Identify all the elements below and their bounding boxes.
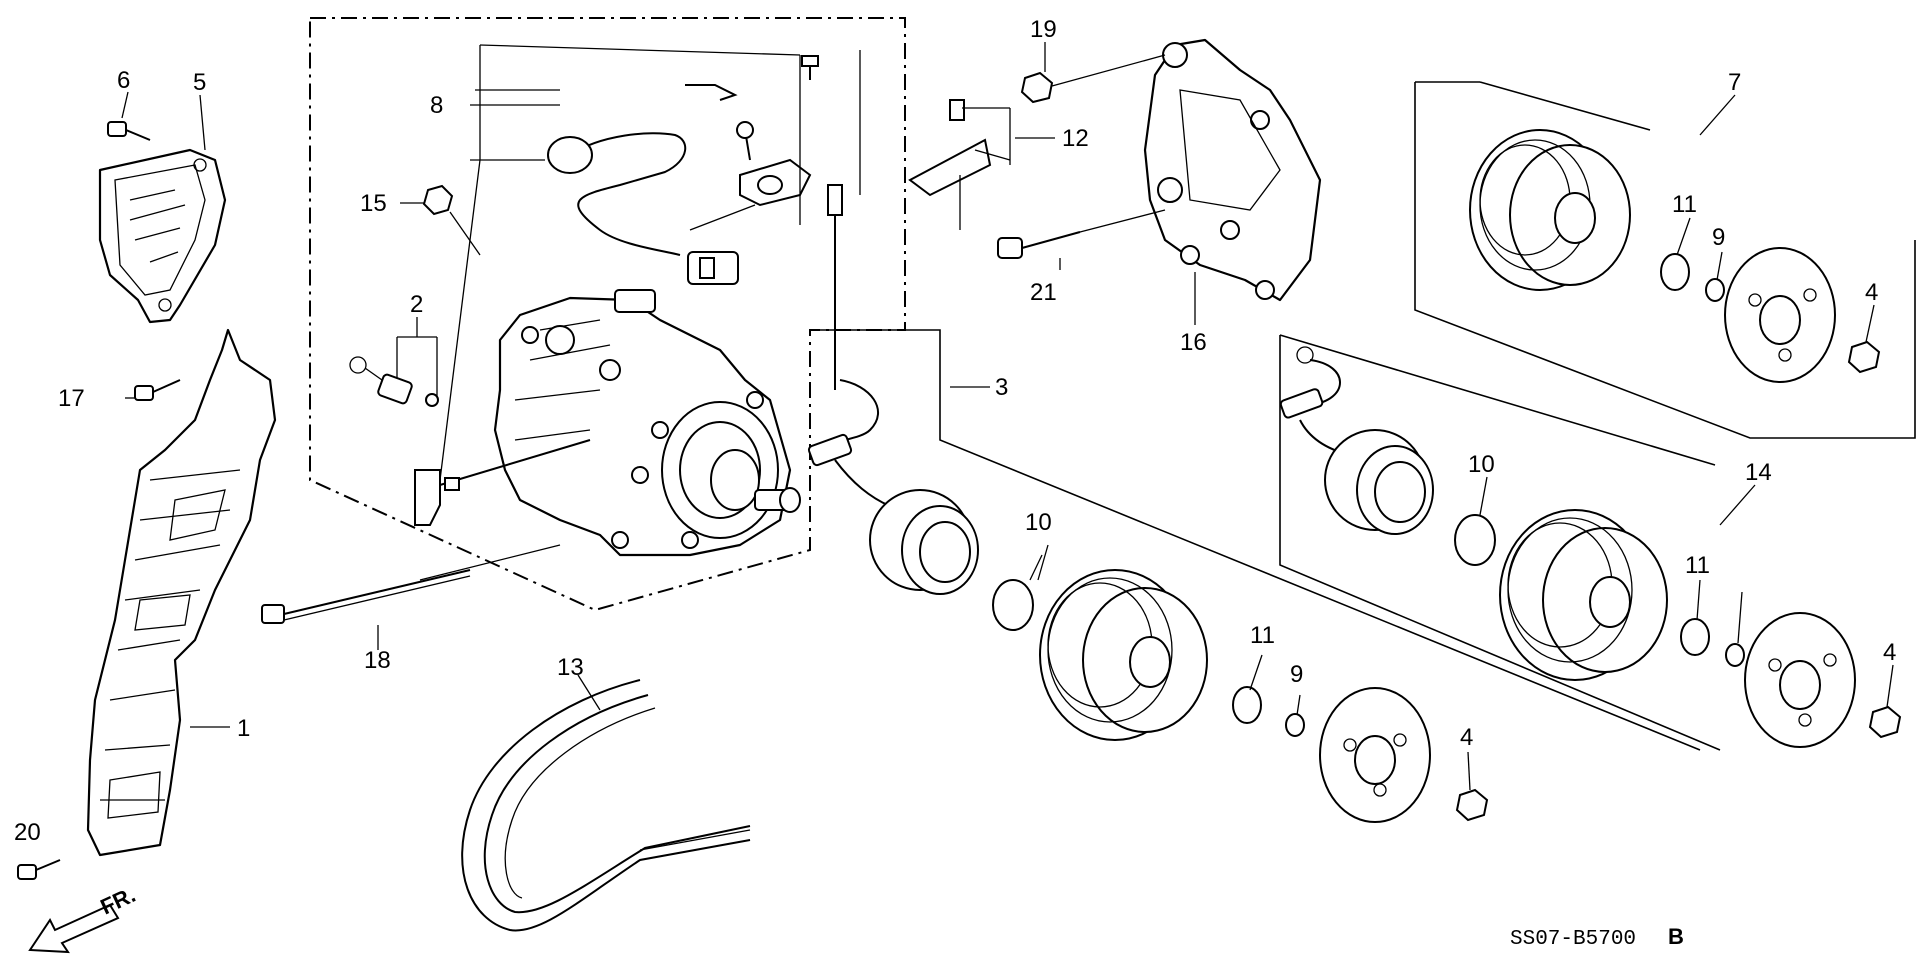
snap-ring-10a: [992, 579, 1034, 631]
callout-labels: 6 5 8 15 2 17 1 18 20 13 19 12 21 16 3 1…: [14, 16, 1896, 846]
armature-plate-14: [1744, 612, 1856, 748]
bolt-17: [134, 379, 181, 401]
kit-14-boundary: [1279, 334, 1721, 751]
armature-plate-3: [1319, 687, 1431, 823]
callout-12: 12: [1062, 125, 1089, 152]
kit-3-boundary: [810, 329, 1701, 751]
pulley-14: [1499, 509, 1668, 681]
upper-splash-shield: [98, 148, 227, 324]
callout-2: 2: [410, 291, 423, 318]
shim-9a: [1285, 713, 1305, 737]
stator-coil-14: [1324, 429, 1434, 535]
diagram-code-suffix: B: [1668, 924, 1684, 949]
bolt-21: [997, 209, 1166, 259]
callout-16: 16: [1180, 329, 1207, 356]
bolt-6: [107, 121, 151, 141]
lower-shield: [86, 328, 277, 857]
nut-19: [1020, 54, 1166, 104]
nut-4c: [1868, 705, 1902, 739]
callout-3: 3: [995, 374, 1008, 401]
diagram-code: SS07-B5700 B: [1510, 924, 1684, 951]
callout-14: 14: [1745, 459, 1772, 486]
wire-3: [807, 184, 901, 511]
kit-7-boundary: [1414, 81, 1916, 439]
callout-19: 19: [1030, 16, 1057, 43]
callout-11-center: 11: [1250, 622, 1275, 649]
snap-ring-11a: [1232, 686, 1262, 724]
snap-ring-10b: [1454, 514, 1496, 566]
callout-6: 6: [117, 67, 130, 94]
callout-10-center: 10: [1025, 509, 1052, 536]
leader-lines: [121, 42, 1894, 791]
sensor-2: [349, 336, 439, 407]
nut-4a: [1847, 340, 1881, 374]
snap-ring-11c: [1660, 253, 1690, 291]
callout-11-right: 11: [1685, 552, 1710, 579]
shim-9b: [1725, 643, 1745, 667]
callout-20: 20: [14, 819, 41, 846]
harness-8: [439, 44, 861, 481]
compressor-assembly-boundary: [309, 17, 906, 612]
callout-4-center: 4: [1460, 724, 1473, 751]
wire-14: [1279, 346, 1351, 456]
callout-10-right: 10: [1468, 451, 1495, 478]
callout-9-center: 9: [1290, 661, 1303, 688]
pulley-7: [1469, 129, 1631, 291]
stator-coil-3: [869, 489, 979, 595]
drive-belt-13: [461, 679, 751, 932]
diagram-code-text: SS07-B5700: [1510, 928, 1636, 951]
callout-7: 7: [1728, 69, 1741, 96]
callout-11-top: 11: [1672, 191, 1697, 218]
callout-21: 21: [1030, 279, 1057, 306]
callout-4-top: 4: [1865, 279, 1878, 306]
shim-9c: [1705, 278, 1725, 302]
callout-8: 8: [430, 92, 443, 119]
armature-plate-7: [1724, 247, 1836, 383]
mount-bracket: [414, 439, 591, 526]
front-direction-arrow: FR.: [28, 882, 139, 954]
callout-18: 18: [364, 647, 391, 674]
ac-compressor: [493, 289, 801, 557]
snap-ring-11b: [1680, 618, 1710, 656]
callout-5: 5: [193, 69, 206, 96]
nut-15: [422, 184, 481, 256]
bracket-12: [908, 99, 1011, 230]
compressor-bracket-16: [1143, 38, 1322, 302]
bolt-20: [17, 859, 61, 880]
callout-1: 1: [237, 715, 250, 742]
callout-13: 13: [557, 654, 584, 681]
callout-15: 15: [360, 190, 387, 217]
callout-17: 17: [58, 385, 85, 412]
callout-9-top: 9: [1712, 224, 1725, 251]
callout-4-right: 4: [1883, 639, 1896, 666]
pulley-3: [1039, 569, 1208, 741]
nut-4b: [1455, 788, 1489, 822]
long-bolt-18: [261, 544, 561, 624]
